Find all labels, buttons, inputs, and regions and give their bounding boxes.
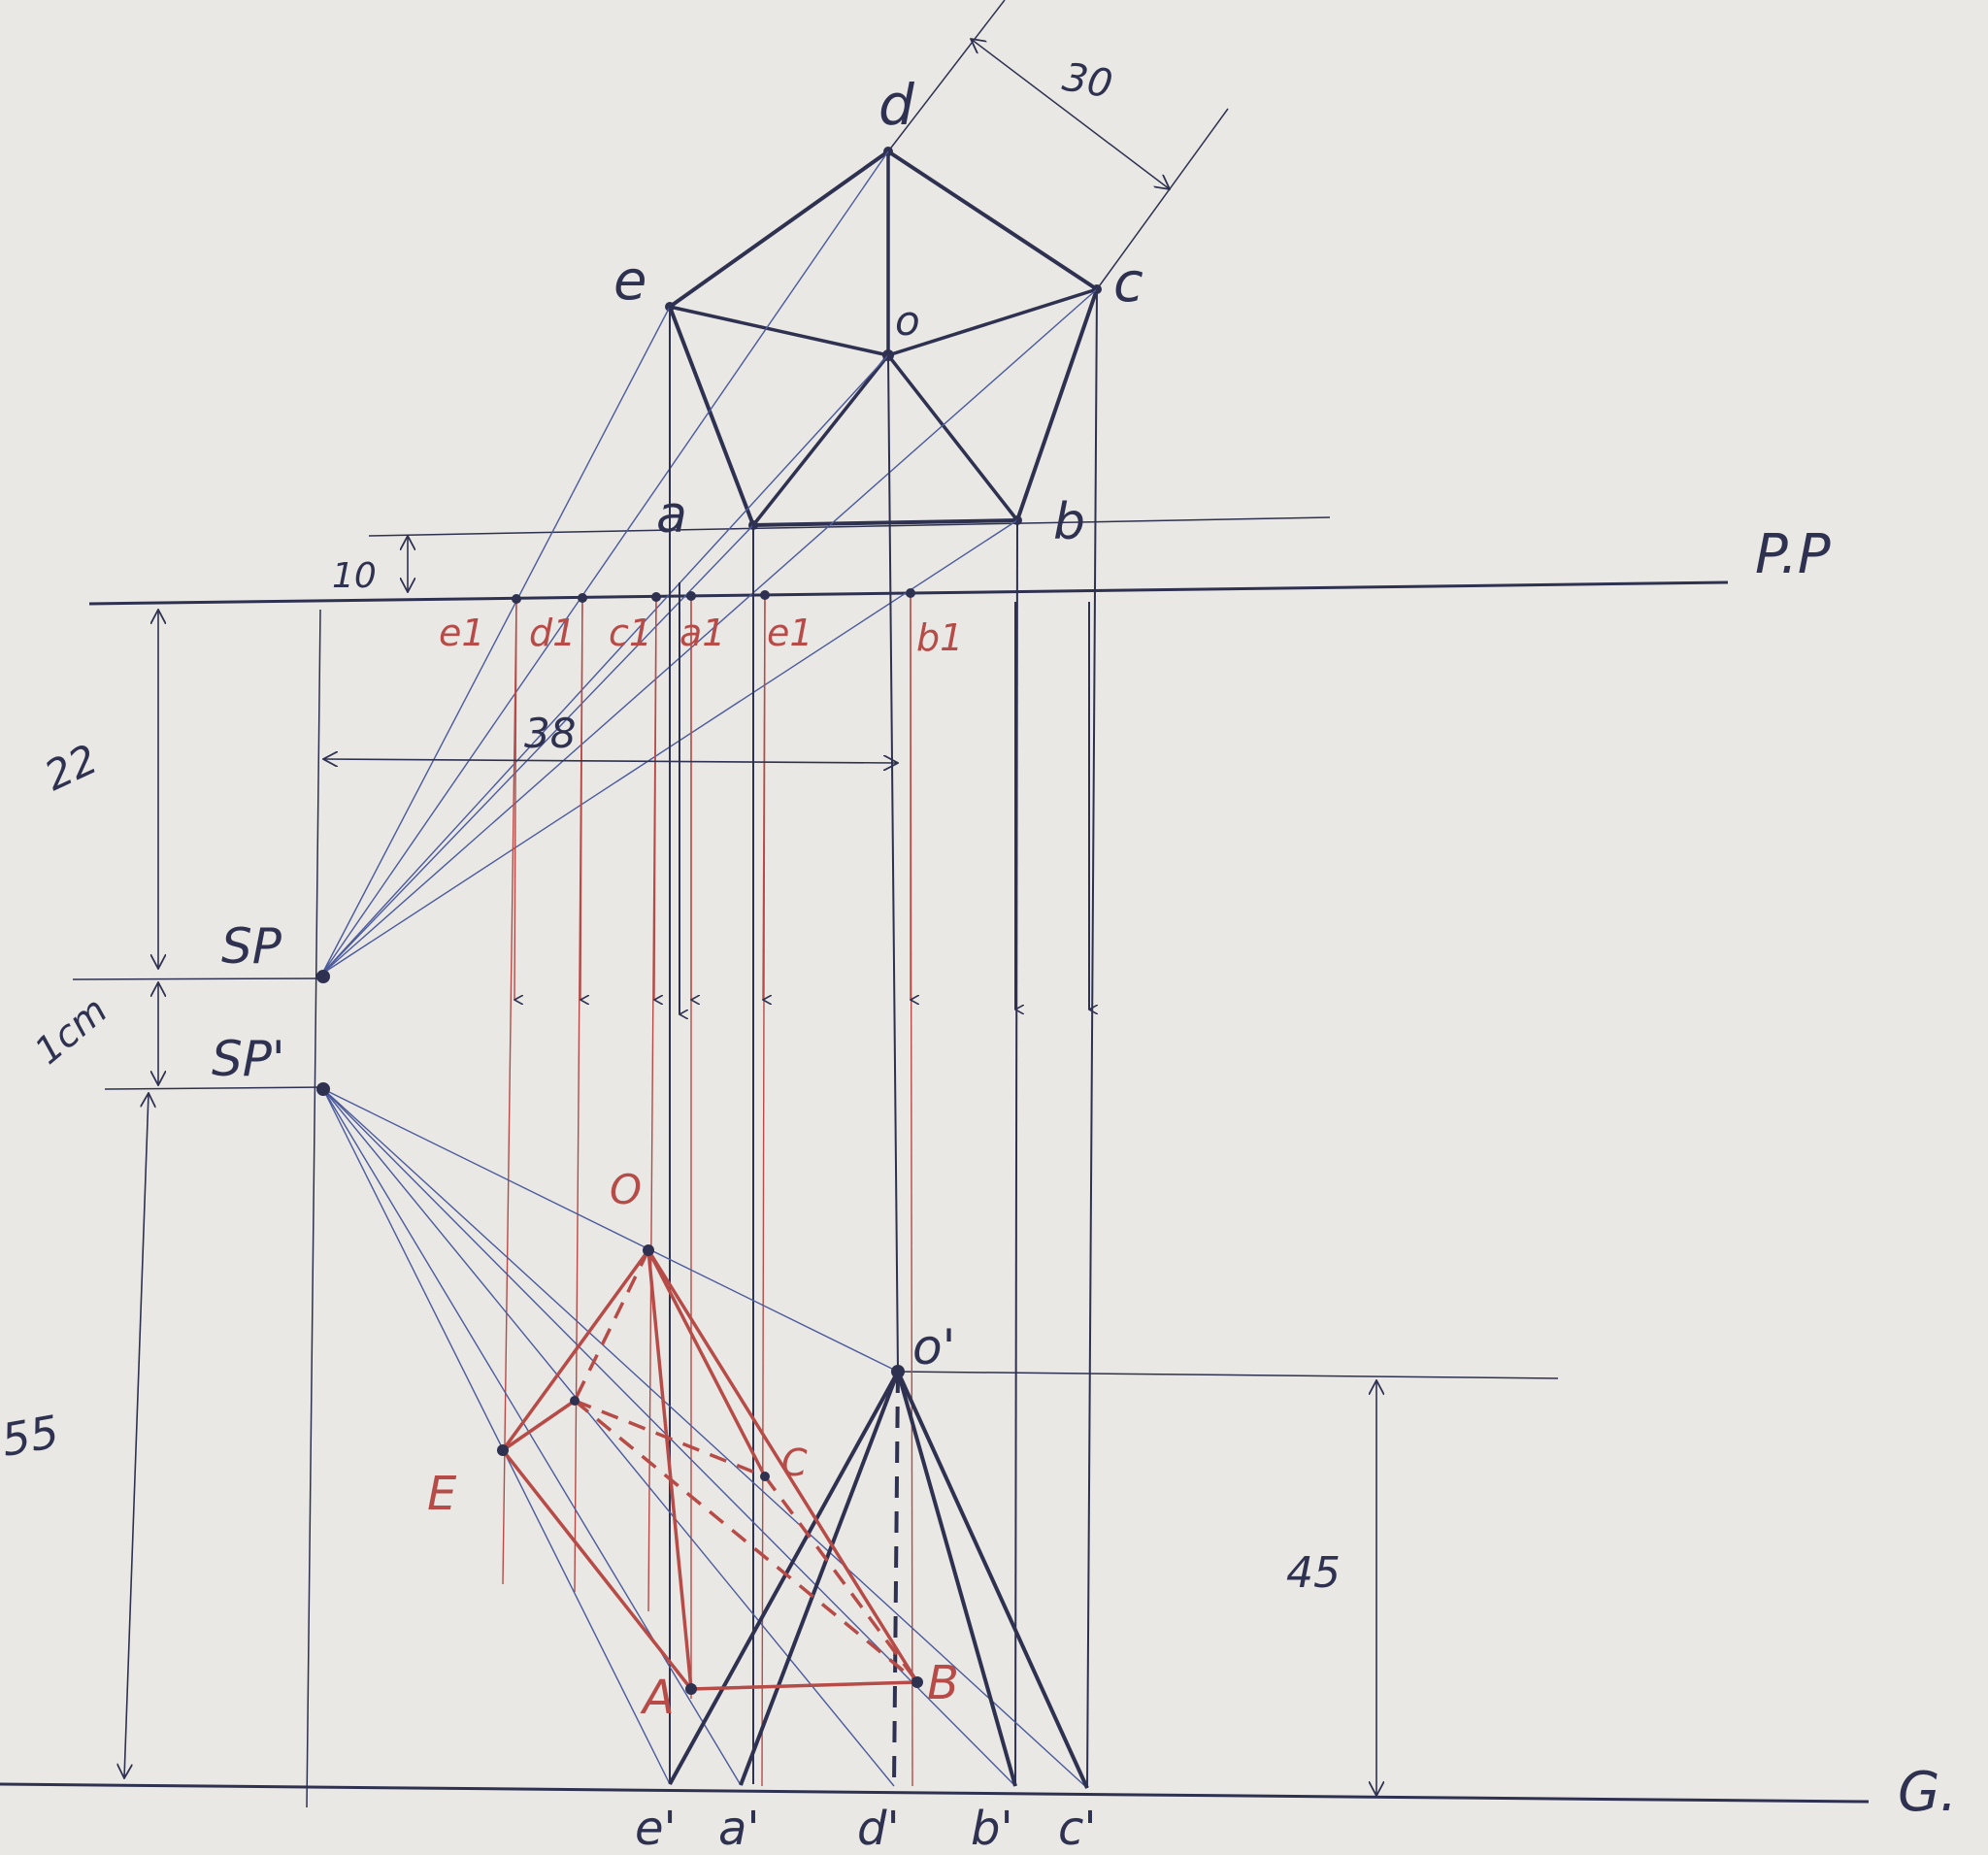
- reference-lines: [0, 516, 1870, 1808]
- perspective-outline: [501, 1248, 919, 1691]
- label-e1b: e1: [767, 612, 813, 654]
- label-22: 22: [38, 735, 105, 800]
- label-a-prime: a': [718, 1802, 760, 1855]
- label-sp-prime: SP': [212, 1031, 285, 1087]
- label-d: d: [878, 72, 915, 138]
- label-E: E: [427, 1467, 457, 1521]
- dim-38: [323, 759, 898, 763]
- station-vertical-line: [306, 609, 321, 1808]
- label-B: B: [927, 1656, 959, 1710]
- apex-point: [891, 1365, 905, 1378]
- label-c: c: [1113, 251, 1143, 315]
- label-d1: d1: [529, 612, 576, 654]
- label-o-prime: o': [912, 1319, 955, 1375]
- label-ground: G.: [1898, 1761, 1957, 1824]
- labels: d e c o a b 30 P.P 10 e1 d1 c1 a1 e1 b1 …: [0, 55, 1957, 1855]
- dim-55: [124, 1093, 149, 1778]
- label-55: 55: [0, 1405, 63, 1466]
- plan-projectors: [669, 288, 1097, 1789]
- plan-points: [665, 147, 1102, 530]
- elevation-pyramid: [668, 1371, 1089, 1789]
- label-d-prime: d': [857, 1802, 900, 1855]
- plan-base-extension-line: [368, 516, 1331, 537]
- label-a1: a1: [679, 612, 725, 654]
- elevation-rays: [322, 1088, 1088, 1789]
- label-c1: c1: [609, 612, 652, 654]
- station-points: [316, 970, 330, 1096]
- label-O: O: [610, 1166, 642, 1213]
- apex-height-line: [897, 1371, 1559, 1379]
- pp-points: [512, 588, 915, 604]
- label-e: e: [613, 249, 646, 313]
- plan-pentagon: [668, 149, 1099, 527]
- visual-rays: [321, 150, 1098, 975]
- label-sp: SP: [221, 918, 282, 975]
- label-b: b: [1053, 493, 1085, 551]
- label-A: A: [640, 1671, 675, 1725]
- label-1cm: 1cm: [27, 988, 116, 1072]
- label-C: C: [781, 1441, 808, 1484]
- side-dimension-30: [887, 0, 1229, 290]
- label-30: 30: [1059, 55, 1115, 108]
- label-c-prime: c': [1058, 1802, 1097, 1855]
- label-10: 10: [332, 556, 377, 596]
- label-e-prime: e': [635, 1802, 677, 1855]
- sp-prime-horizontal-line: [104, 1086, 326, 1090]
- pentagon-outline: [668, 149, 1099, 527]
- perspective-view: [501, 1248, 919, 1691]
- label-e1: e1: [439, 612, 485, 654]
- pp-red-projectors: [502, 592, 912, 1787]
- perspective-points: [497, 1244, 923, 1695]
- plan-radial-edges: [669, 151, 1098, 527]
- label-b-prime: b': [971, 1802, 1013, 1855]
- label-38: 38: [524, 710, 576, 757]
- ground-line: [0, 1782, 1870, 1804]
- label-o: o: [895, 297, 920, 345]
- label-b1: b1: [916, 616, 963, 659]
- label-a: a: [656, 486, 687, 545]
- label-pp: P.P: [1755, 523, 1831, 586]
- dimension-lines: [124, 536, 1376, 1796]
- sp-horizontal-line: [72, 977, 326, 980]
- label-45: 45: [1286, 1548, 1341, 1598]
